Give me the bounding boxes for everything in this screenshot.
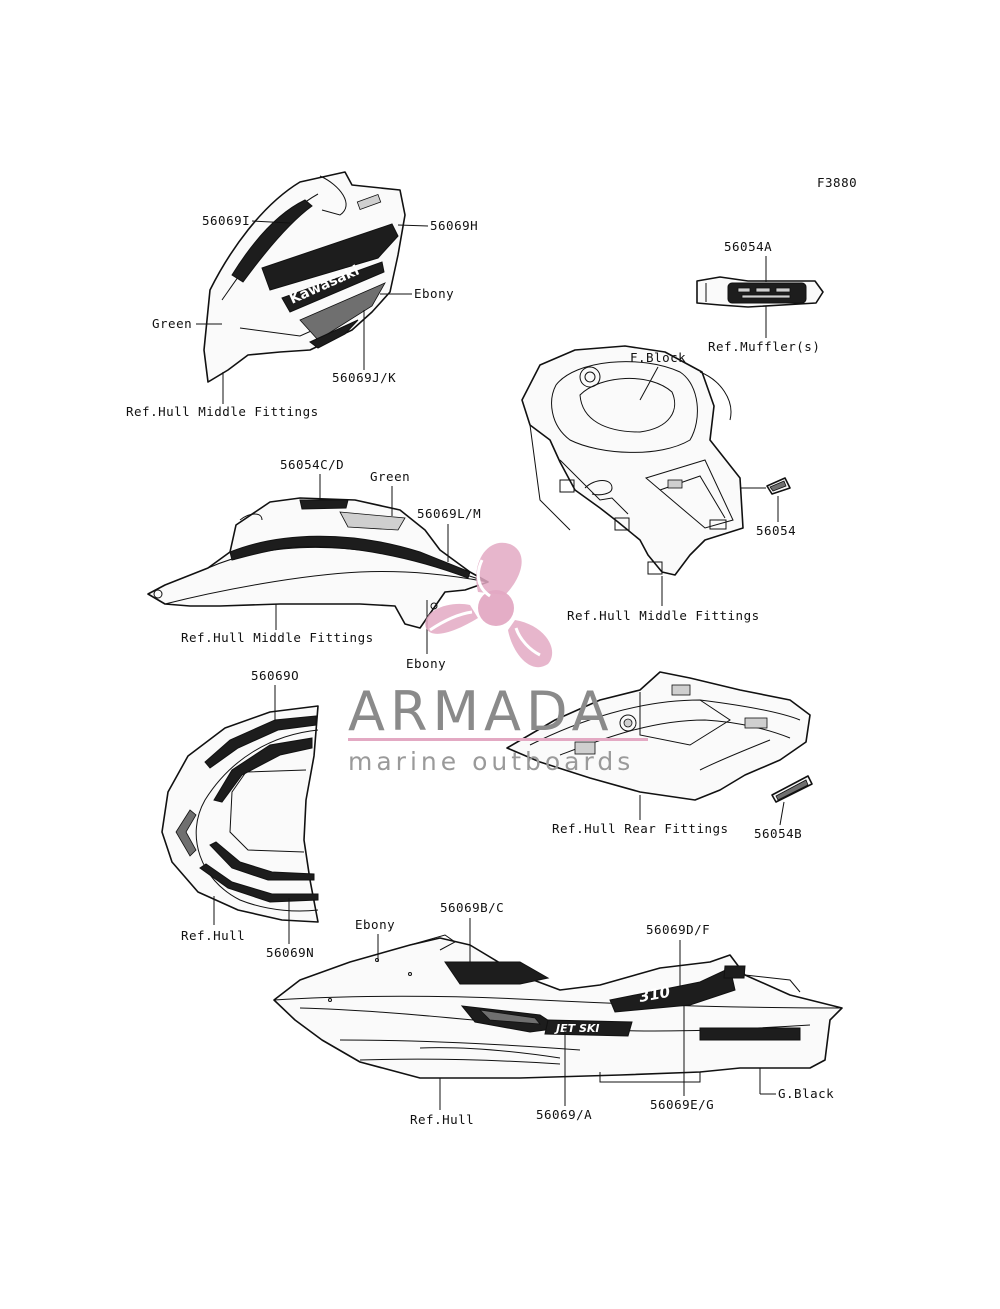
label-56069eg: 56069E/G xyxy=(650,1097,714,1112)
watermark: ARMADA marine outboards xyxy=(348,542,648,776)
label-56069lm: 56069L/M xyxy=(417,506,481,521)
jetski-decal-text: JET SKI xyxy=(554,1022,599,1035)
label-ref-hull-rear-fittings: Ref.Hull Rear Fittings xyxy=(552,821,729,836)
label-56069h: 56069H xyxy=(430,218,478,233)
hull-side-part xyxy=(273,934,843,1083)
watermark-tagline: marine outboards xyxy=(348,747,634,776)
label-56069i: 56069I xyxy=(202,213,250,228)
label-ref-hull-middle-fittings-2: Ref.Hull Middle Fittings xyxy=(567,608,760,623)
leader-f-block xyxy=(639,366,659,401)
label-ref-hull-middle-fittings-1: Ref.Hull Middle Fittings xyxy=(126,404,319,419)
decal-56054-part xyxy=(766,477,791,495)
label-56069df: 56069D/F xyxy=(646,922,710,937)
label-ref-mufflers: Ref.Muffler(s) xyxy=(708,339,820,354)
label-ebony-hull: Ebony xyxy=(355,917,395,932)
label-56069jk: 56069J/K xyxy=(332,370,396,385)
label-f-block: F.Block xyxy=(630,350,686,365)
label-ref-hull-middle-fittings-3: Ref.Hull Middle Fittings xyxy=(181,630,374,645)
label-56069a: 56069/A xyxy=(536,1107,592,1122)
label-56069n: 56069N xyxy=(266,945,314,960)
figure-code: F3880 xyxy=(817,175,857,190)
propeller-logo-icon xyxy=(425,542,553,668)
hood-cover-part xyxy=(203,171,406,383)
side-cover-part xyxy=(147,497,489,629)
watermark-divider xyxy=(348,738,648,741)
label-ebony-side: Ebony xyxy=(406,656,446,671)
label-green-side: Green xyxy=(370,469,410,484)
label-ref-hull-side: Ref.Hull xyxy=(410,1112,474,1127)
leader-56069h xyxy=(397,224,429,227)
label-56054: 56054 xyxy=(756,523,796,538)
muffler-part xyxy=(696,276,824,308)
label-g-black: G.Black xyxy=(778,1086,834,1101)
model-decal-text: 310 xyxy=(638,983,672,1006)
label-green-hood: Green xyxy=(152,316,192,331)
deck-frame-part xyxy=(521,345,744,576)
label-56054cd: 56054C/D xyxy=(280,457,344,472)
leader-56069i xyxy=(251,220,291,224)
rear-hull-part xyxy=(506,671,811,801)
watermark-brand: ARMADA xyxy=(348,680,614,743)
label-ref-hull-front: Ref.Hull xyxy=(181,928,245,943)
label-56069o: 56069O xyxy=(251,668,299,683)
decal-56054b-part xyxy=(771,775,813,803)
hull-front-part xyxy=(161,705,319,923)
label-ebony-hood: Ebony xyxy=(414,286,454,301)
label-56054b: 56054B xyxy=(754,826,802,841)
label-56054a: 56054A xyxy=(724,239,772,254)
label-56069bc: 56069B/C xyxy=(440,900,504,915)
leader-56054b xyxy=(779,801,785,826)
